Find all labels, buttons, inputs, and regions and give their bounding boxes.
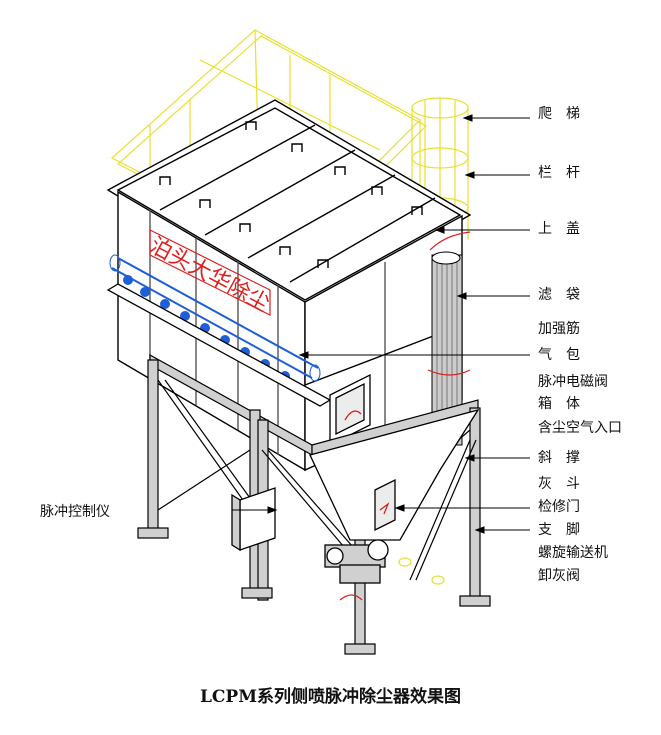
leader-lines bbox=[232, 114, 530, 534]
label-pulse-valve: 脉冲电磁阀 bbox=[538, 374, 608, 390]
ash-valve bbox=[339, 557, 445, 601]
label-ladder: 爬梯 bbox=[538, 106, 594, 122]
label-pulse-controller: 脉冲控制仪 bbox=[40, 504, 110, 520]
label-stiffener: 加强筋 bbox=[538, 321, 580, 337]
brand-outline bbox=[149, 229, 271, 316]
label-diagonal-brace: 斜撑 bbox=[538, 450, 594, 466]
screw-conveyor bbox=[324, 539, 389, 584]
pulse-controller bbox=[231, 487, 276, 552]
top-cover bbox=[106, 99, 472, 311]
label-air-bag: 气包 bbox=[538, 347, 594, 363]
label-top-cover: 上盖 bbox=[538, 221, 594, 237]
label-railing: 栏杆 bbox=[538, 165, 594, 181]
label-support-leg: 支脚 bbox=[538, 522, 594, 538]
label-dust-inlet: 含尘空气入口 bbox=[538, 420, 622, 436]
figure-caption: LCPM系列侧喷脉冲除尘器效果图 bbox=[199, 687, 462, 707]
label-screw-conveyor: 螺旋输送机 bbox=[538, 545, 608, 561]
label-filter-bag: 滤袋 bbox=[538, 287, 594, 303]
label-ash-hopper: 灰斗 bbox=[538, 476, 594, 492]
ash-hopper bbox=[309, 408, 480, 541]
label-box-body: 箱体 bbox=[538, 396, 594, 412]
label-ash-valve: 卸灰阀 bbox=[538, 568, 580, 584]
dust-inlet bbox=[329, 373, 371, 447]
label-access-door: 检修门 bbox=[538, 499, 580, 515]
